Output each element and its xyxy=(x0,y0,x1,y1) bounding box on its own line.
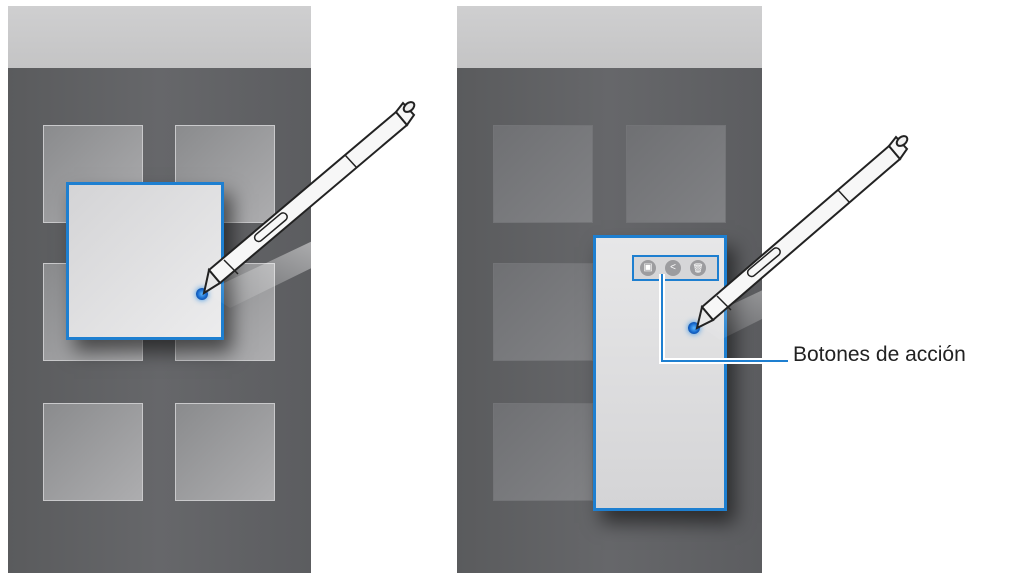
action-buttons-label: Botones de acción xyxy=(793,343,966,367)
stylus-pen-icon xyxy=(697,134,909,328)
